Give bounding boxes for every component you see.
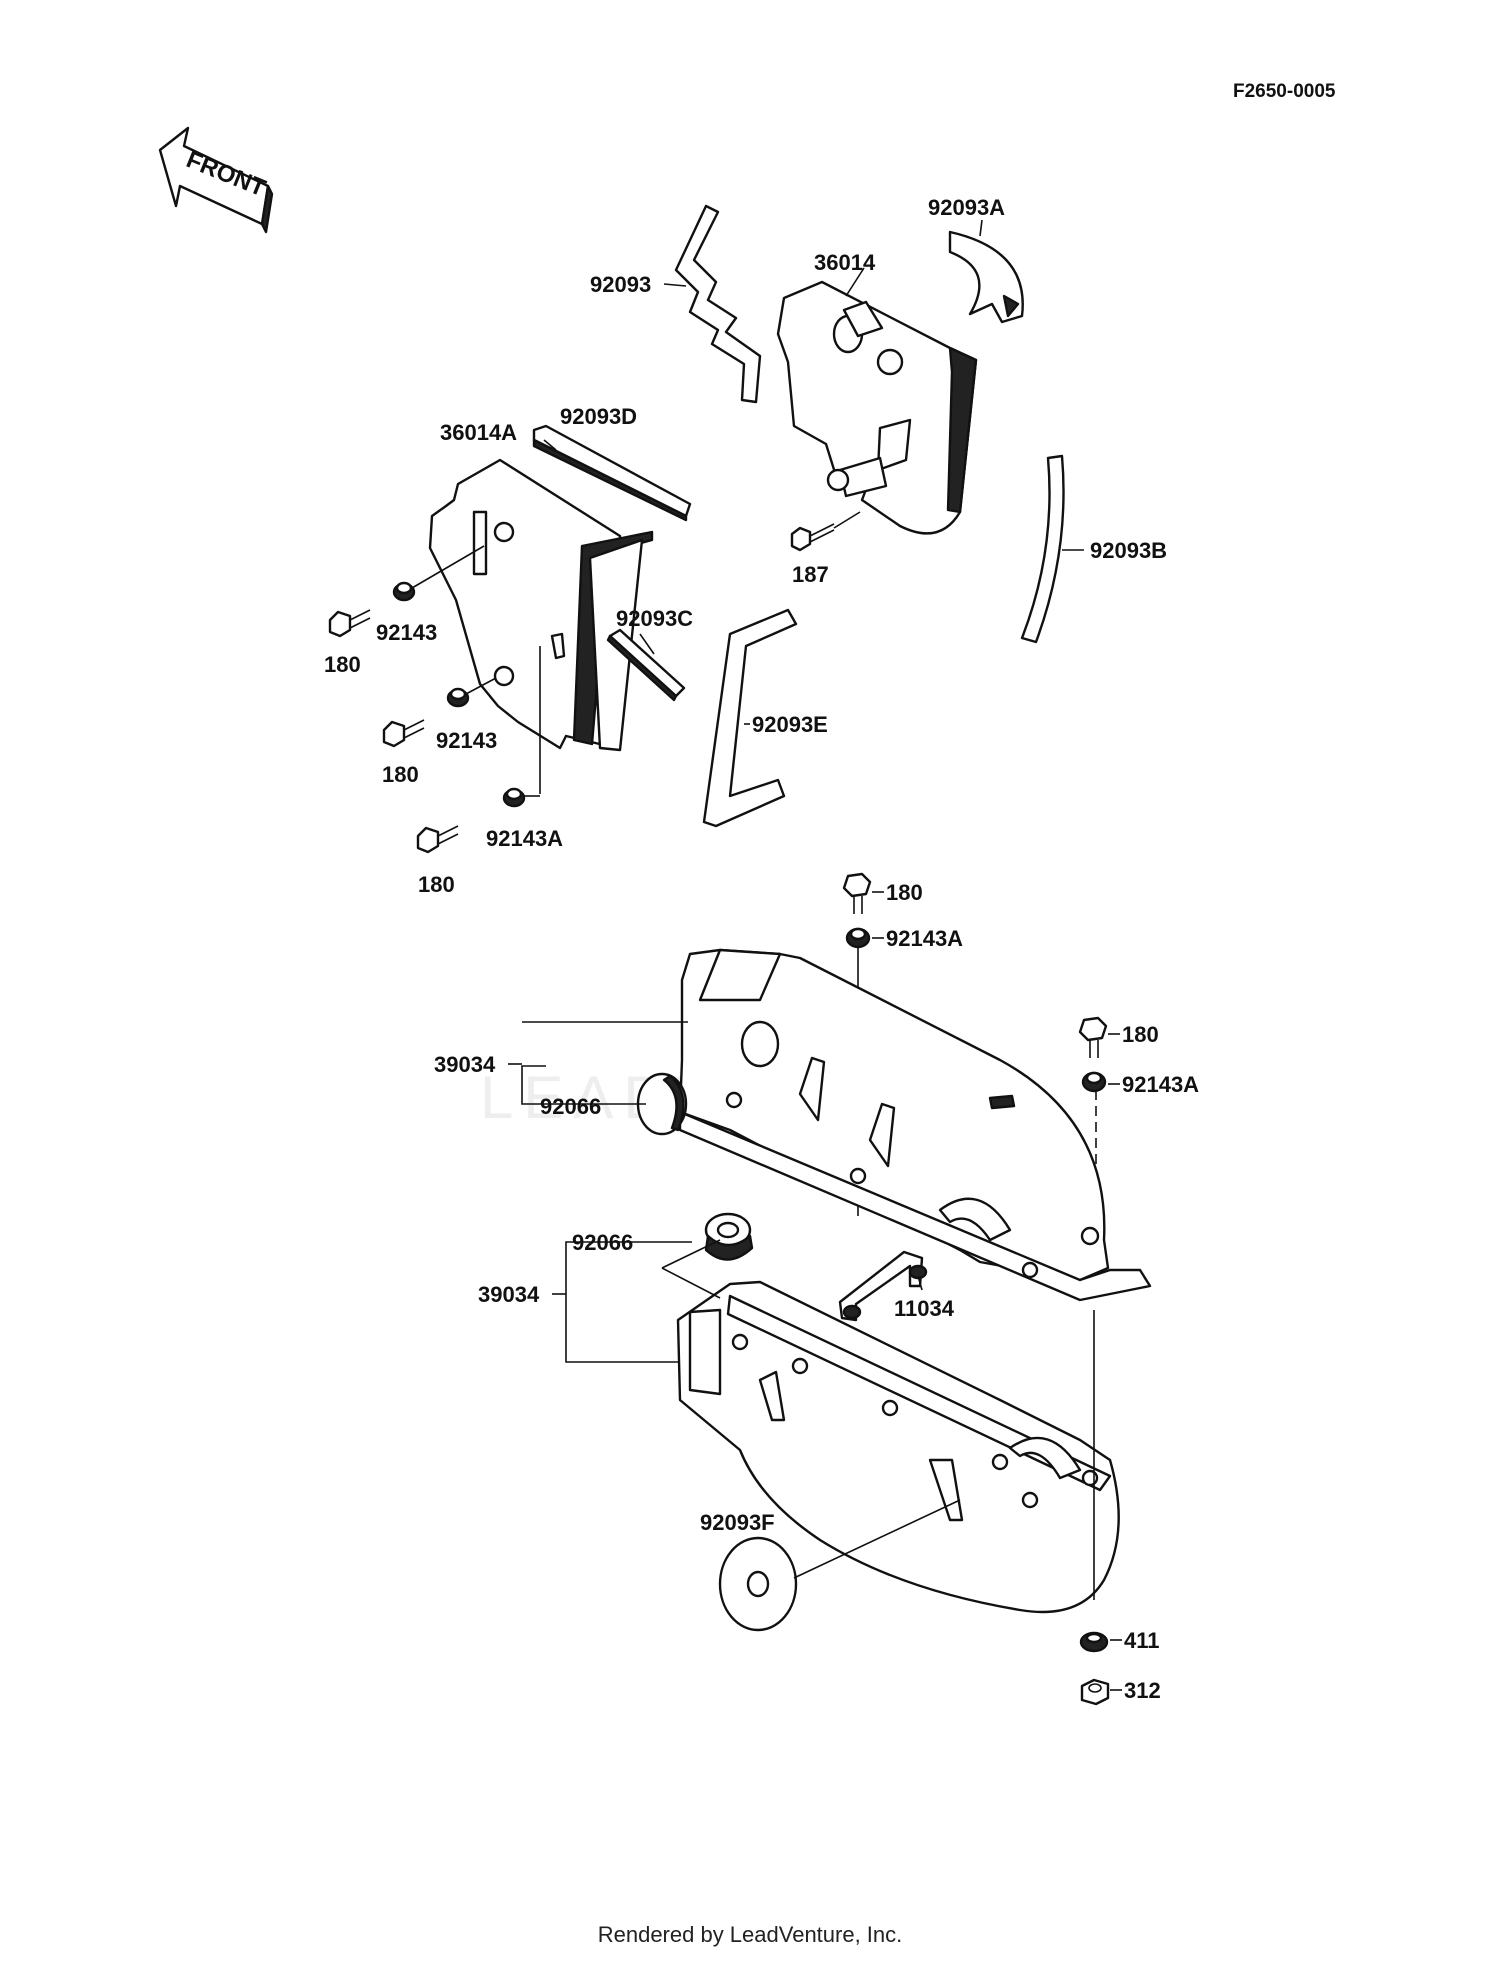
label-36014: 36014 (814, 250, 876, 275)
label-92093F: 92093F (700, 1510, 775, 1535)
label-92143A-center: 92143A (886, 926, 963, 951)
label-312: 312 (1124, 1678, 1161, 1703)
diagram-code: F2650-0005 (1233, 81, 1336, 102)
gasket-92093C (606, 628, 686, 702)
seal-92093A (948, 230, 1024, 324)
gasket-92093 (674, 204, 762, 404)
label-92093: 92093 (590, 272, 651, 297)
label-39034-upper: 39034 (434, 1052, 496, 1077)
label-92066-upper: 92066 (540, 1094, 601, 1119)
label-180-right: 180 (1122, 1022, 1159, 1047)
bolt-180-lower-left-icon (416, 825, 459, 854)
washer-92143A-right-icon (1081, 1071, 1107, 1093)
inner-cover-36014 (776, 280, 978, 535)
label-36014A: 36014A (440, 420, 517, 445)
seal-92093F-icon (718, 1536, 798, 1632)
label-92093C: 92093C (616, 606, 693, 631)
label-180-center: 180 (886, 880, 923, 905)
chain-case-lower-39034 (676, 1280, 1120, 1614)
label-180-upper-left: 180 (324, 652, 361, 677)
label-180-lower-left: 180 (418, 872, 455, 897)
bolt-180-upper-left-icon (328, 609, 371, 638)
nut-312-icon (1080, 1678, 1110, 1706)
label-92093B: 92093B (1090, 538, 1167, 563)
label-92143-upper: 92143 (376, 620, 437, 645)
label-92143A-right: 92143A (1122, 1072, 1199, 1097)
label-11034: 11034 (894, 1296, 955, 1321)
plug-92066-upper-icon (636, 1072, 688, 1136)
bolt-180-right-icon (1078, 1016, 1108, 1058)
gasket-92093E (702, 608, 798, 828)
washer-92143A-left-icon (502, 787, 526, 808)
gasket-92093D (532, 424, 692, 522)
bolt-180-center-icon (842, 872, 872, 914)
label-39034-lower: 39034 (478, 1282, 540, 1307)
washer-92143-lower-icon (446, 687, 470, 708)
washer-411-icon (1079, 1631, 1109, 1653)
plug-92066-lower-icon (704, 1212, 754, 1261)
front-arrow-icon: FRONT (158, 126, 274, 234)
label-92093D: 92093D (560, 404, 637, 429)
outer-cover-36014A (428, 458, 654, 752)
label-187: 187 (792, 562, 829, 587)
label-92143A-left: 92143A (486, 826, 563, 851)
washer-92143A-center-icon (845, 927, 871, 949)
label-411: 411 (1124, 1628, 1160, 1653)
footer-credit: Rendered by LeadVenture, Inc. (597, 1922, 903, 1947)
label-92143-lower: 92143 (436, 728, 497, 753)
bolt-180-middle-left-icon (382, 719, 425, 748)
gasket-92093B (1020, 454, 1065, 644)
label-92066-lower: 92066 (572, 1230, 633, 1255)
label-92093E: 92093E (752, 712, 828, 737)
washer-92143-upper-icon (392, 581, 416, 602)
bolt-187-icon (790, 511, 861, 552)
label-92093A: 92093A (928, 195, 1005, 220)
chain-case-upper-39034 (678, 948, 1152, 1302)
label-180-middle-left: 180 (382, 762, 419, 787)
bracket-11034 (838, 1250, 928, 1322)
